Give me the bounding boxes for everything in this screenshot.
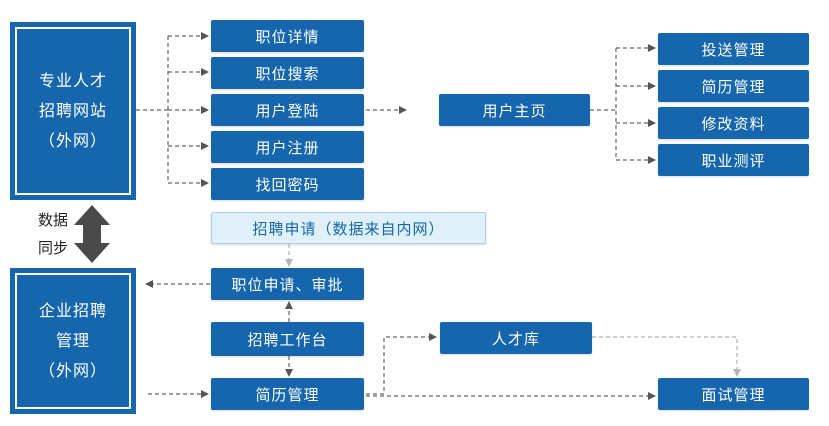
enterprise-recruit-box: 企业招聘 管理 （外网）	[10, 268, 136, 414]
resume-mgmt-node-enterprise: 简历管理	[211, 378, 364, 410]
sync-label-line2: 同步	[38, 239, 69, 257]
career-assessment-node: 职业测评	[658, 144, 809, 176]
job-search-node: 职位搜索	[211, 57, 364, 89]
password-recovery-node: 找回密码	[211, 168, 364, 200]
portal-title-line1: 专业人才	[38, 71, 107, 90]
enterprise-title-line3: （外网）	[38, 361, 107, 380]
interview-mgmt-node: 面试管理	[658, 378, 809, 410]
profile-edit-node: 修改资料	[658, 107, 809, 139]
data-sync-arrow	[74, 205, 110, 263]
enterprise-title-line1: 企业招聘	[38, 301, 107, 320]
talent-pool-node: 人才库	[440, 322, 592, 354]
portal-website-box: 专业人才 招聘网站 （外网）	[10, 22, 136, 200]
portal-title-line2: 招聘网站	[38, 101, 107, 120]
recruit-workbench-node: 招聘工作台	[211, 322, 364, 356]
connector-talent-to-interview	[592, 336, 741, 377]
portal-title-line3: （外网）	[38, 131, 107, 150]
delivery-mgmt-node: 投送管理	[658, 33, 809, 65]
recruit-request-node: 招聘申请（数据来自内网）	[211, 212, 486, 244]
user-home-node: 用户主页	[439, 94, 590, 126]
user-login-node: 用户登陆	[211, 94, 364, 126]
sync-label-line1: 数据	[38, 211, 69, 229]
enterprise-title-line2: 管理	[55, 331, 90, 350]
job-approval-node: 职位申请、审批	[211, 268, 364, 300]
job-detail-node: 职位详情	[211, 20, 364, 52]
connector-resume-to-talent	[366, 333, 437, 395]
resume-mgmt-node-user: 简历管理	[658, 70, 809, 102]
user-register-node: 用户注册	[211, 131, 364, 163]
